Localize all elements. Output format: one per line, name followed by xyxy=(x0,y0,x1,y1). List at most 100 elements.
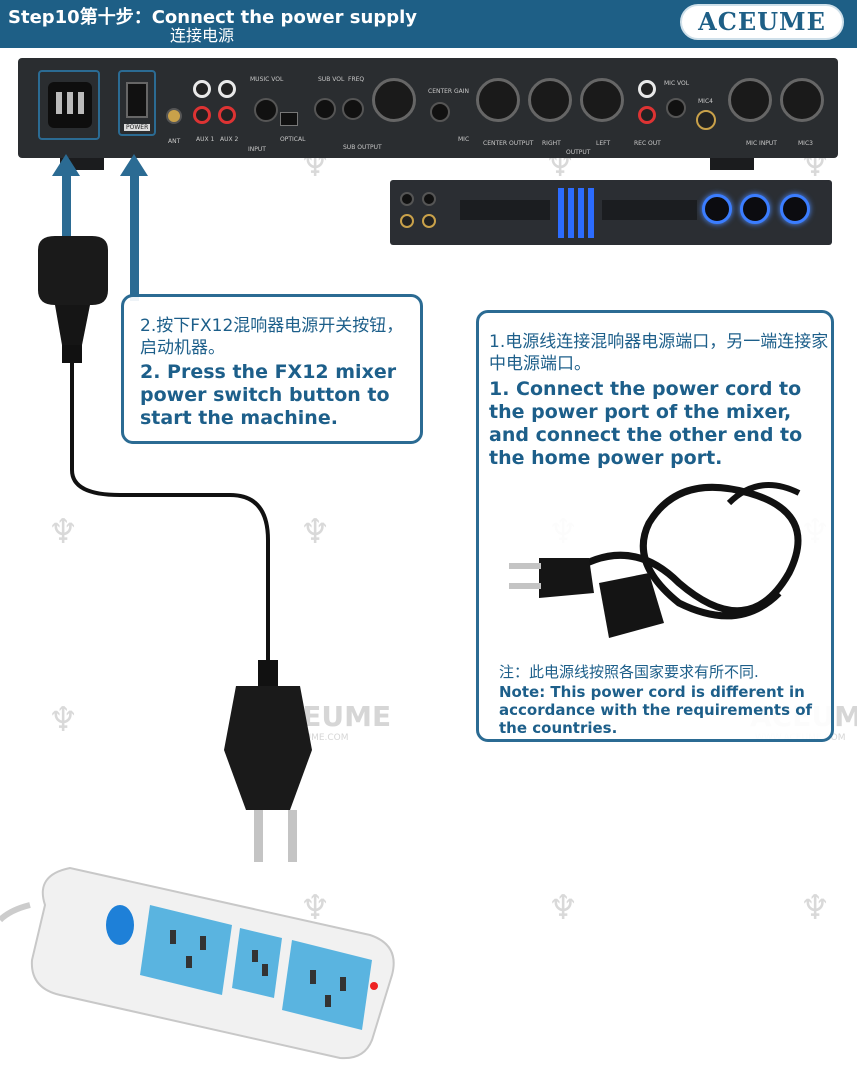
mixer-foot xyxy=(710,158,754,170)
power-label: POWER xyxy=(124,124,151,131)
coiled-cord xyxy=(726,482,801,506)
right-label: RIGHT xyxy=(542,140,561,147)
sub-output-xlr[interactable] xyxy=(372,78,416,122)
aux1-right-jack[interactable] xyxy=(193,106,211,124)
front-mic-jacks xyxy=(398,190,458,230)
vu-meter-bar xyxy=(558,188,564,238)
mic-input-xlr-1[interactable] xyxy=(728,78,772,122)
arrow-shaft-switch xyxy=(130,176,139,301)
socket-hole xyxy=(200,936,206,950)
note-chinese-text: 注：此电源线按照各国家要求有所不同. xyxy=(499,663,759,681)
power-inlet-frame xyxy=(38,70,100,140)
arrow-shaft-inlet xyxy=(62,176,71,238)
mic-ground-label: MIC xyxy=(458,136,470,143)
inlet-pin xyxy=(67,92,73,114)
watermark-icon: ♆ xyxy=(48,512,79,552)
center-gain-label: CENTER GAIN xyxy=(428,88,470,95)
mixer-rear-panel: POWER ANT AUX 1 AUX 2 INPUT MUSIC VOL OP… xyxy=(18,58,838,158)
mixer-front-panel xyxy=(390,180,832,245)
socket-hole xyxy=(310,970,316,984)
freq-knob[interactable] xyxy=(342,98,364,120)
music-vol-knob[interactable] xyxy=(254,98,278,122)
front-eq-buttons xyxy=(602,200,697,220)
power-cord-image xyxy=(509,482,802,638)
vu-meter-bar xyxy=(568,188,574,238)
watermark-icon: ♆ xyxy=(800,888,831,928)
mic-input-xlr-2[interactable] xyxy=(780,78,824,122)
sub-output-label: SUB OUTPUT xyxy=(343,144,382,151)
socket-hole xyxy=(252,950,258,962)
right-output-xlr[interactable] xyxy=(528,78,572,122)
mic-vol-front-knob[interactable] xyxy=(740,194,770,224)
outlet-socket xyxy=(282,940,372,1030)
socket-hole xyxy=(325,995,331,1007)
step-title: Step10第十步：Connect the power supply xyxy=(8,7,417,28)
aux1-label: AUX 1 xyxy=(196,136,215,143)
front-mic-jack[interactable] xyxy=(422,214,436,228)
plug-strain xyxy=(258,660,278,686)
freq-label: FREQ xyxy=(348,76,365,83)
power-switch-frame xyxy=(118,70,156,136)
center-gain-knob[interactable] xyxy=(430,102,450,122)
aux1-left-jack[interactable] xyxy=(193,80,211,98)
strip-switch-icon xyxy=(106,905,134,945)
front-knob[interactable] xyxy=(422,192,436,206)
aux2-right-jack[interactable] xyxy=(218,106,236,124)
rec-out-right-jack[interactable] xyxy=(638,106,656,124)
watermark-icon: ♆ xyxy=(548,888,579,928)
plug-prong xyxy=(509,563,541,569)
outlet-socket xyxy=(232,928,282,998)
aux2-label: AUX 2 xyxy=(220,136,239,143)
power-inlet[interactable] xyxy=(48,82,92,128)
left-label: LEFT xyxy=(596,140,611,147)
arrow-up-icon xyxy=(52,154,80,176)
optical-label: OPTICAL xyxy=(280,136,306,143)
step1-chinese-text: 1.电源线连接混响器电源端口，另一端连接家中电源端口。 xyxy=(489,332,829,374)
music-vol-front-knob[interactable] xyxy=(780,194,810,224)
vu-meter-bar xyxy=(578,188,584,238)
socket-hole xyxy=(340,977,346,991)
iec-connector-tail xyxy=(62,345,82,363)
center-output-label: CENTER OUTPUT xyxy=(483,140,534,147)
front-knob[interactable] xyxy=(400,192,414,206)
ant-connector[interactable] xyxy=(166,108,182,124)
strip-indicator-light xyxy=(370,982,378,990)
front-button-row xyxy=(460,200,550,220)
front-mic-jack[interactable] xyxy=(400,214,414,228)
inlet-pin xyxy=(56,92,62,114)
inlet-pin xyxy=(78,92,84,114)
left-output-xlr[interactable] xyxy=(580,78,624,122)
callout-step2: 2.按下FX12混响器电源开关按钮，启动机器。 2. Press the FX1… xyxy=(121,294,423,444)
plug-prong xyxy=(288,810,297,862)
rec-out-label: REC OUT xyxy=(634,140,661,147)
ant-label: ANT xyxy=(168,138,181,145)
step1-english-text: 1. Connect the power cord to the power p… xyxy=(489,378,803,469)
mic-vol-label: MIC VOL xyxy=(664,80,690,87)
socket-hole xyxy=(186,956,192,968)
aux2-left-jack[interactable] xyxy=(218,80,236,98)
echo-level-knob[interactable] xyxy=(702,194,732,224)
step2-chinese-text: 2.按下FX12混响器电源开关按钮，启动机器。 xyxy=(140,316,404,358)
coiled-cord xyxy=(567,483,802,620)
iec-connector-neck xyxy=(55,305,90,345)
arrow-up-icon xyxy=(120,154,148,176)
power-switch[interactable] xyxy=(126,82,148,118)
mic4-jack[interactable] xyxy=(696,110,716,130)
rec-out-left-jack[interactable] xyxy=(638,80,656,98)
step-subtitle: 连接电源 xyxy=(170,26,235,45)
plug-prong xyxy=(254,810,263,862)
center-output-xlr[interactable] xyxy=(476,78,520,122)
cord-iec-connector xyxy=(599,573,664,638)
optical-port[interactable] xyxy=(280,112,298,126)
brand-logo: ACEUME xyxy=(680,4,844,40)
power-plug xyxy=(224,686,312,810)
socket-hole xyxy=(262,964,268,976)
sub-vol-knob[interactable] xyxy=(314,98,336,120)
note-english-text: Note: This power cord is different in ac… xyxy=(499,683,813,737)
step2-english-text: 2. Press the FX12 mixer power switch but… xyxy=(140,361,397,429)
logo-text: ACEUME xyxy=(698,7,826,36)
outlet-socket xyxy=(140,905,232,995)
cord-plug xyxy=(539,558,594,598)
mic-vol-knob[interactable] xyxy=(666,98,686,118)
